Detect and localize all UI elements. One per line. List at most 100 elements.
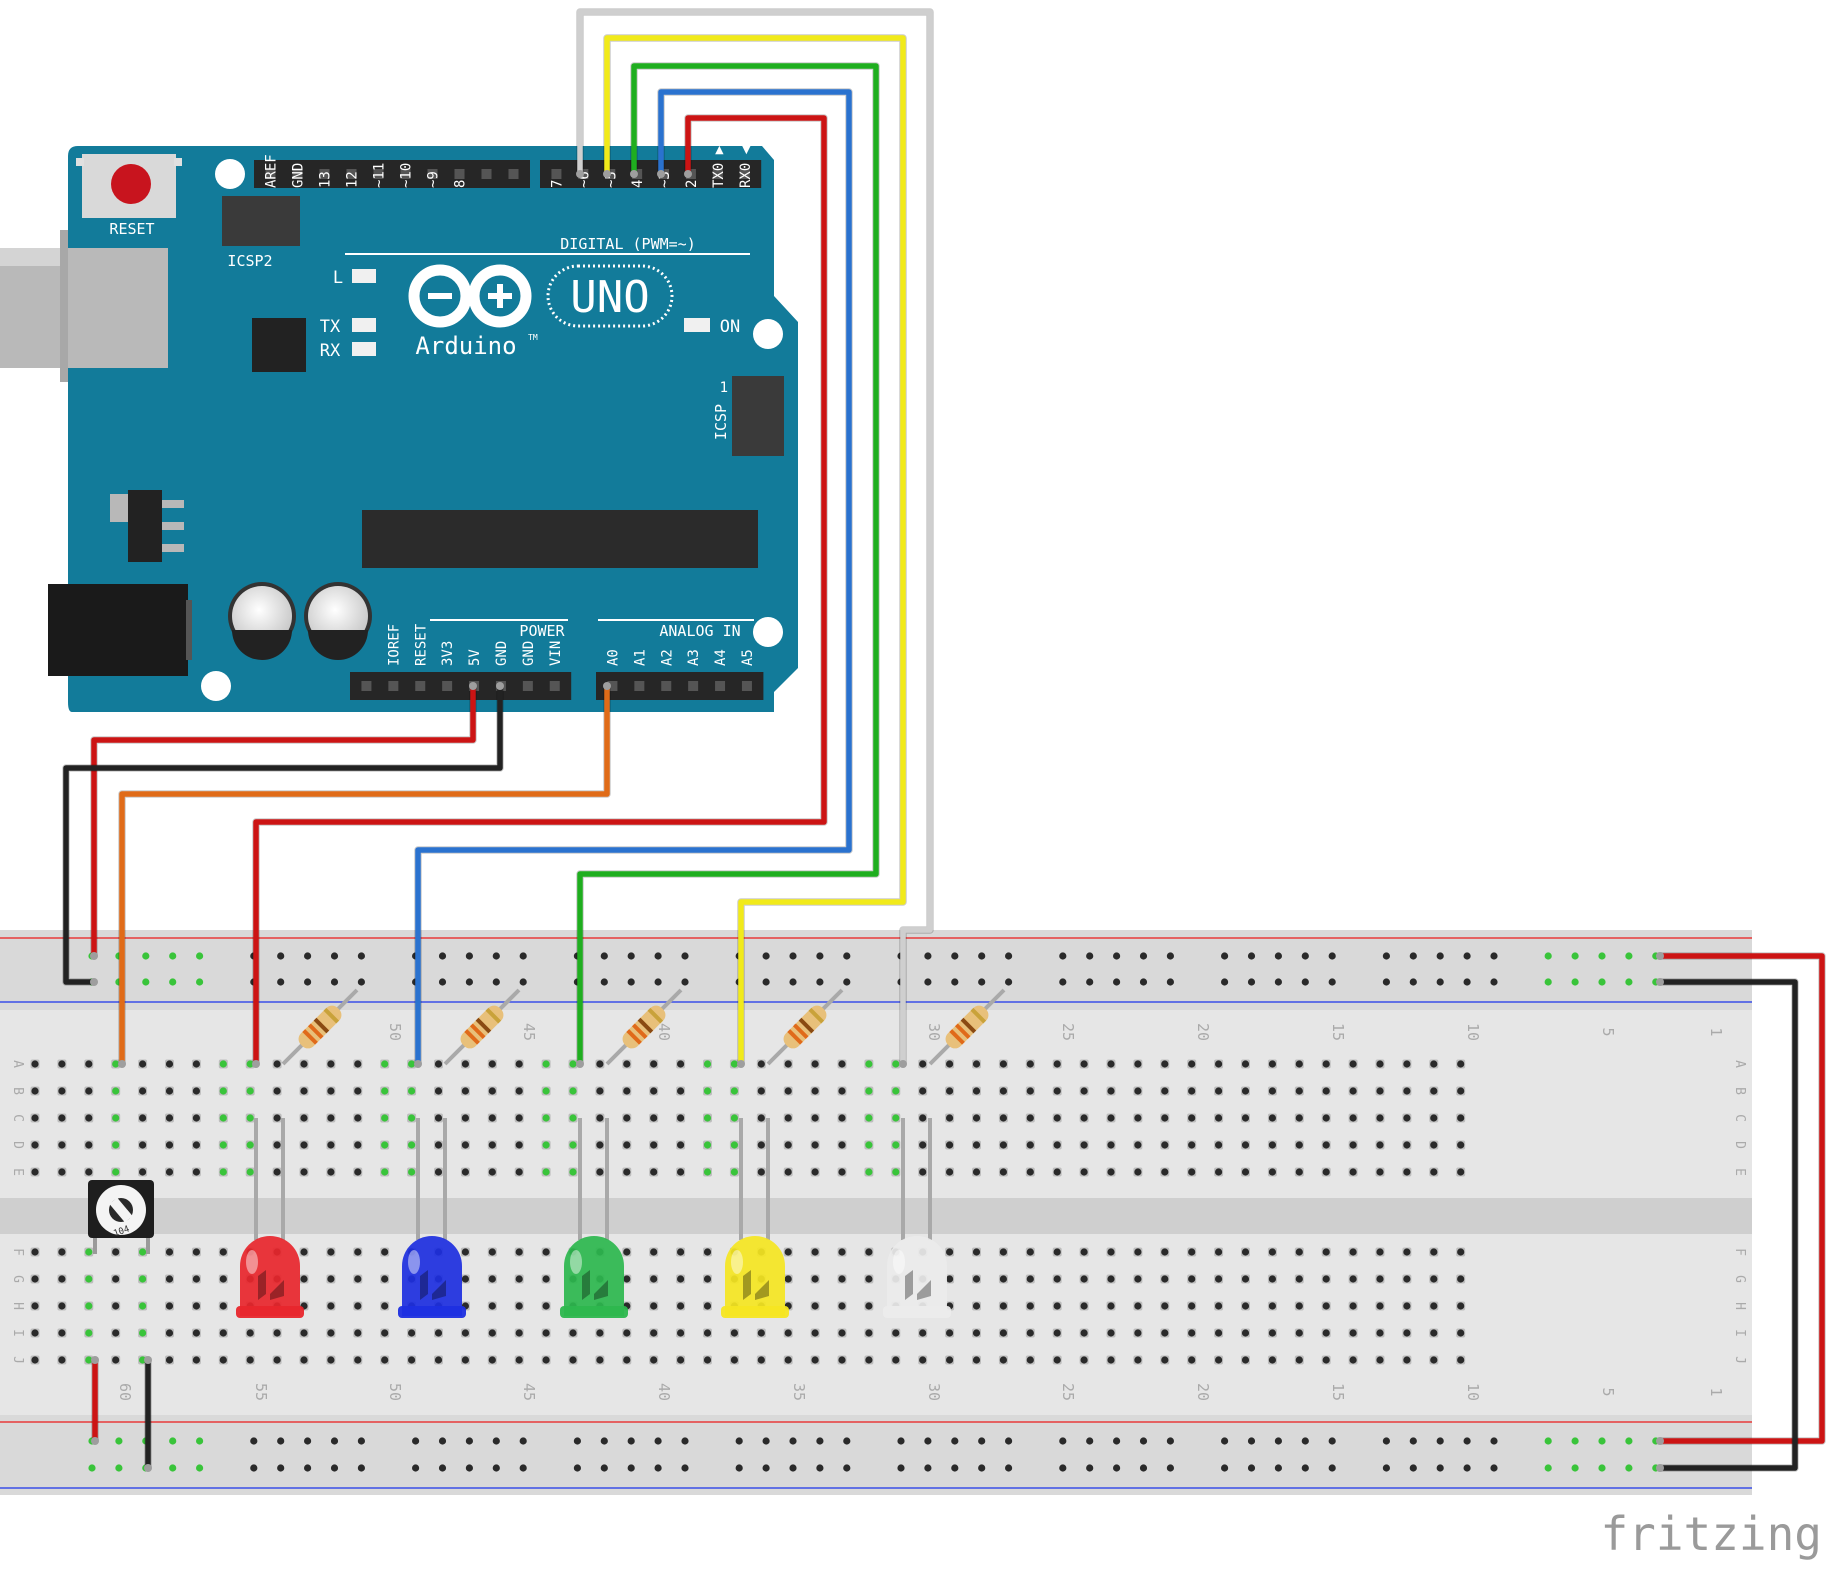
power-jack-lip <box>186 600 192 660</box>
rail-hole <box>924 1464 932 1472</box>
breadboard-hole <box>1188 1060 1196 1068</box>
breadboard-hole <box>677 1168 685 1176</box>
row-letter: F <box>1732 1248 1747 1256</box>
breadboard-hole <box>650 1356 658 1364</box>
breadboard-hole <box>300 1141 308 1149</box>
wire-black-rail <box>1657 979 1798 1471</box>
led-l <box>352 269 376 283</box>
rail-hole <box>357 1464 365 1472</box>
leds <box>236 1118 951 1318</box>
breadboard-hole <box>1322 1060 1330 1068</box>
breadboard-hole <box>703 1168 712 1176</box>
column-number: 10 <box>1464 1383 1482 1401</box>
breadboard-hole <box>488 1114 496 1122</box>
breadboard-hole <box>408 1329 416 1337</box>
led-internals <box>420 1270 446 1300</box>
breadboard-hole <box>865 1141 873 1149</box>
resistor-band <box>808 1007 825 1024</box>
breadboard-hole <box>623 1275 631 1283</box>
breadboard-hole <box>515 1114 523 1122</box>
column-number: 40 <box>655 1383 673 1401</box>
breadboard-hole <box>1268 1060 1276 1068</box>
breadboard-hole <box>1376 1087 1384 1095</box>
breadboard-hole <box>972 1141 981 1149</box>
rail-hole <box>169 952 177 960</box>
breadboard-hole <box>703 1302 712 1310</box>
led-tx <box>352 318 376 332</box>
icsp-pin1-label: 1 <box>720 380 728 396</box>
breadboard-hole <box>1215 1248 1223 1256</box>
pin-label: GND <box>291 163 307 188</box>
rail-hole <box>465 952 473 960</box>
rail-hole <box>196 978 204 986</box>
breadboard-hole <box>461 1141 469 1149</box>
breadboard-hole <box>1188 1302 1196 1310</box>
column-number: 60 <box>116 1383 134 1401</box>
column-number: 10 <box>1464 1023 1482 1041</box>
rail-hole <box>1544 952 1552 960</box>
bottom-power-rail <box>0 1415 1752 1495</box>
pin-label: 7 <box>549 180 565 188</box>
breadboard-hole <box>784 1168 792 1176</box>
resistor-band <box>798 1017 815 1034</box>
rail-hole <box>330 1437 339 1445</box>
breadboard-hole <box>85 1060 93 1068</box>
rail-hole <box>1113 952 1121 960</box>
reset-button[interactable] <box>111 164 151 204</box>
breadboard-hole <box>865 1329 873 1337</box>
breadboard-hole <box>1080 1248 1088 1256</box>
led-rim <box>560 1306 628 1318</box>
breadboard-hole <box>784 1114 792 1122</box>
breadboard-hole <box>1403 1168 1411 1176</box>
rail-hole <box>1301 952 1309 960</box>
resistor <box>281 988 359 1066</box>
resistor-band <box>787 1029 803 1045</box>
breadboard-hole <box>381 1329 389 1337</box>
breadboard-hole <box>999 1275 1008 1283</box>
atmega-chip <box>362 510 758 568</box>
rail-hole <box>1221 1437 1229 1445</box>
led-tx-label: TX <box>320 317 341 337</box>
breadboard-hole <box>139 1275 147 1283</box>
breadboard-hole <box>300 1329 308 1337</box>
rail-hole <box>1005 978 1013 986</box>
breadboard-hole <box>972 1356 981 1364</box>
breadboard-hole <box>112 1329 120 1337</box>
breadboard-hole <box>1080 1060 1088 1068</box>
breadboard-hole <box>58 1275 66 1283</box>
breadboard-hole <box>58 1060 66 1068</box>
breadboard-hole <box>1457 1114 1465 1122</box>
breadboard-hole <box>58 1356 66 1364</box>
breadboard-hole <box>1107 1356 1115 1364</box>
rail-hole <box>492 952 500 960</box>
led-highlight <box>731 1250 743 1274</box>
breadboard-hole <box>1080 1087 1088 1095</box>
resistor-band <box>949 1029 965 1045</box>
breadboard-hole <box>246 1356 254 1364</box>
column-number: 20 <box>1194 1383 1212 1401</box>
breadboard-hole <box>354 1060 362 1068</box>
breadboard-hole <box>1107 1114 1115 1122</box>
breadboard-hole <box>811 1302 819 1310</box>
rail-hole <box>681 952 689 960</box>
rail-hole <box>1086 978 1094 986</box>
rail-hole <box>1382 1437 1390 1445</box>
rail-hole <box>438 952 447 960</box>
breadboard-hole <box>1188 1356 1196 1364</box>
column-number: 5 <box>1599 1387 1617 1396</box>
header-pin <box>715 681 726 691</box>
resistor-band <box>464 1029 480 1045</box>
rail-hole <box>1382 952 1390 960</box>
rail-hole <box>1571 978 1579 986</box>
breadboard-hole <box>1376 1275 1384 1283</box>
breadboard-hole <box>1376 1168 1384 1176</box>
rail-hole <box>277 1464 285 1472</box>
rail-hole <box>1409 1464 1417 1472</box>
wire-yellow-pin5-end <box>737 1060 745 1068</box>
breadboard-hole <box>650 1248 658 1256</box>
breadboard-hole <box>219 1060 227 1068</box>
breadboard-hole <box>838 1302 846 1310</box>
breadboard-hole <box>838 1329 846 1337</box>
breadboard-hole <box>892 1114 900 1122</box>
